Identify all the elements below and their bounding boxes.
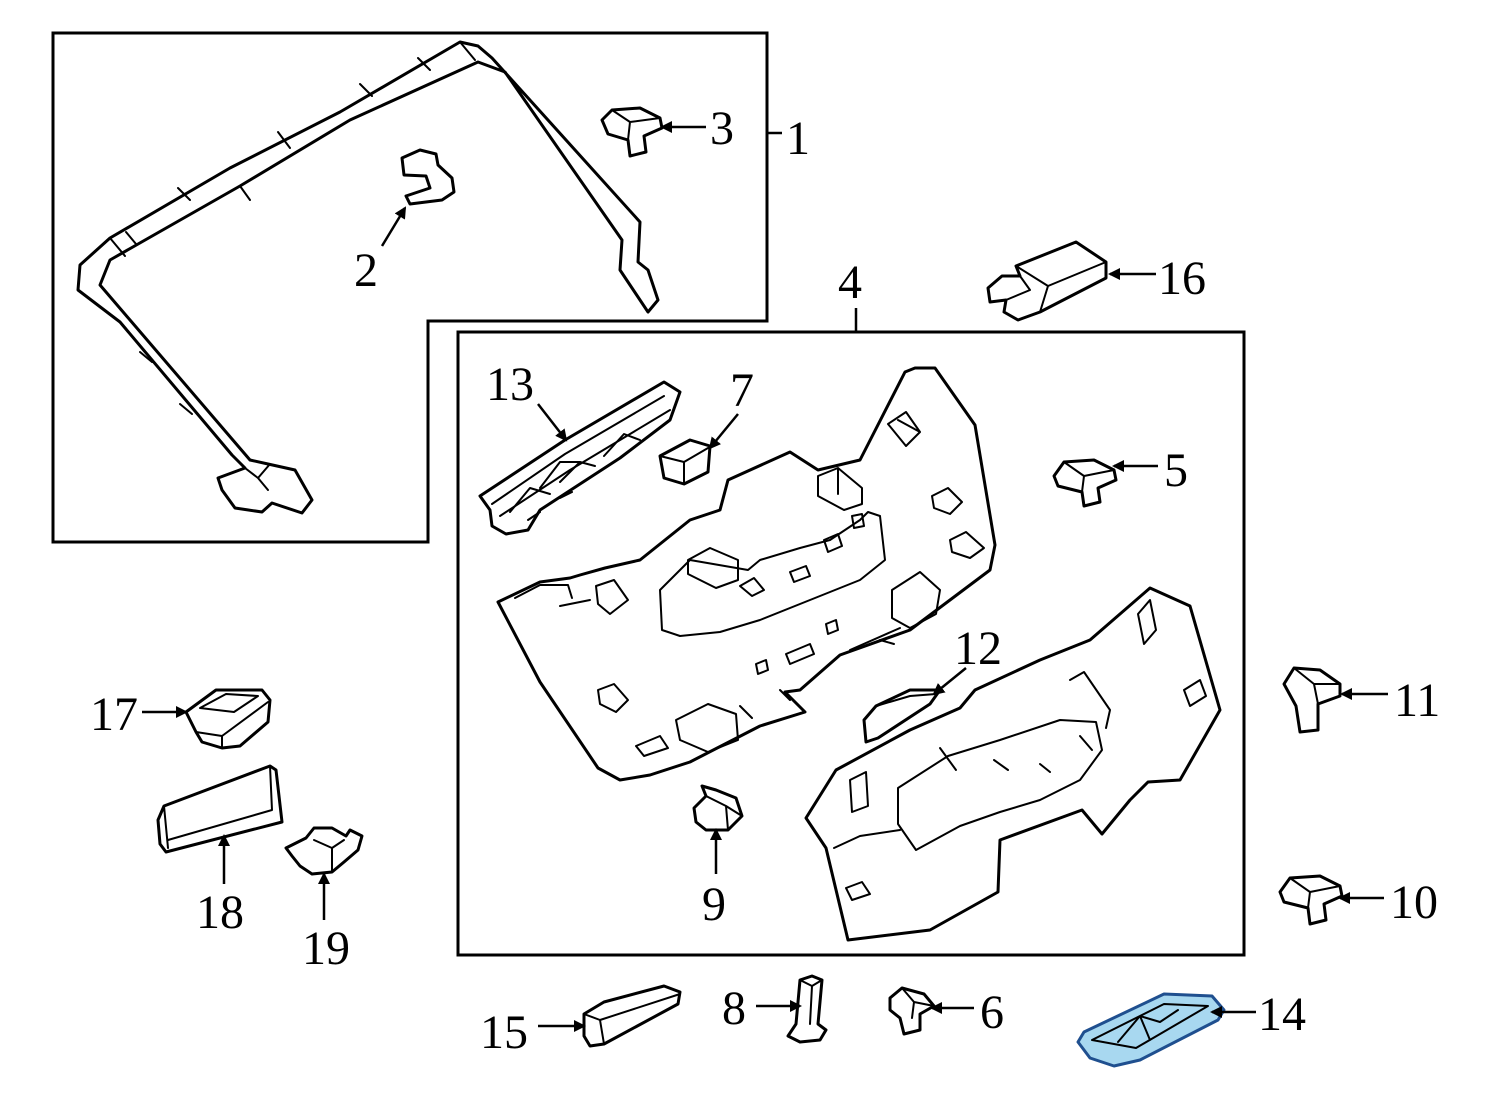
callout-13: 13 [486,358,534,411]
part-17-switch[interactable] [184,688,272,750]
part-13-handle-insert[interactable] [478,380,682,536]
callout-labels: 1 3 2 4 16 13 7 5 12 11 17 9 10 18 19 15… [90,102,1440,1059]
part-11-clip[interactable] [1282,666,1342,734]
callout-5: 5 [1164,444,1188,497]
part-10-push-pin[interactable] [1278,874,1344,926]
callout-7: 7 [730,364,754,417]
part-1-weatherstrip[interactable] [76,40,660,515]
part-3-push-pin[interactable] [600,106,664,158]
part-5-push-pin[interactable] [1052,458,1118,508]
callout-16: 16 [1158,252,1206,305]
callout-18: 18 [196,886,244,939]
part-15-trim-piece[interactable] [582,984,682,1048]
part-6-clip[interactable] [888,986,936,1036]
callout-19: 19 [302,922,350,975]
group-frame-1 [51,31,769,544]
part-12-trim-strip[interactable] [862,688,942,744]
part-4-inner-panel[interactable] [804,586,1222,942]
callout-17: 17 [90,688,138,741]
part-18-handle[interactable] [156,764,284,854]
callout-2: 2 [354,244,378,297]
callout-1: 1 [786,112,810,165]
part-9-bracket[interactable] [692,784,744,832]
callout-4: 4 [838,256,862,309]
callout-11: 11 [1394,674,1440,727]
part-8-stud[interactable] [786,974,828,1044]
part-14-lamp-housing[interactable] [1076,992,1226,1068]
callout-3: 3 [710,102,734,155]
callout-12: 12 [954,622,1002,675]
callout-15: 15 [480,1006,528,1059]
callout-14: 14 [1258,988,1306,1041]
part-19-sensor[interactable] [284,826,364,876]
group-frame-4 [456,330,1246,957]
callout-10: 10 [1390,876,1438,929]
callout-8: 8 [722,982,746,1035]
leader-lines [142,121,1388,1032]
part-2-clip[interactable] [400,148,456,206]
part-7-block[interactable] [658,438,712,486]
callout-6: 6 [980,986,1004,1039]
part-4-trim-panel[interactable] [496,366,997,782]
part-16-bracket[interactable] [986,240,1108,322]
callout-9: 9 [702,878,726,931]
